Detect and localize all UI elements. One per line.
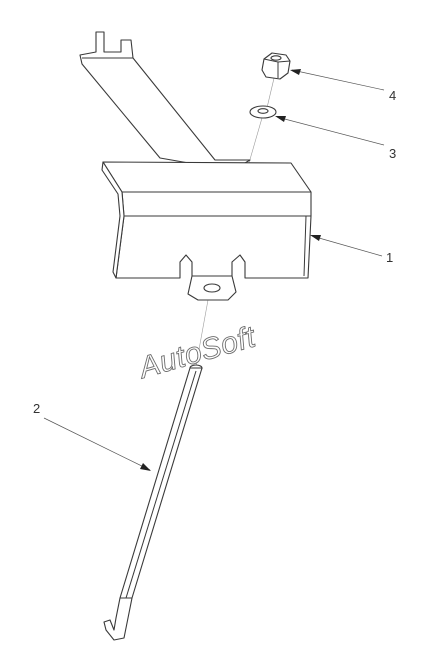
callout-3: 3 <box>275 116 396 161</box>
callout-4: 4 <box>290 69 396 103</box>
callout-label-3: 3 <box>389 146 396 161</box>
callout-label-4: 4 <box>389 88 396 103</box>
washer-part <box>249 105 277 119</box>
bracket-part <box>79 31 312 301</box>
callout-2: 2 <box>33 401 151 471</box>
nut-part <box>261 52 291 80</box>
callout-label-1: 1 <box>386 250 393 265</box>
callout-1: 1 <box>310 235 393 265</box>
callout-label-2: 2 <box>33 401 40 416</box>
rod-part <box>103 364 203 641</box>
